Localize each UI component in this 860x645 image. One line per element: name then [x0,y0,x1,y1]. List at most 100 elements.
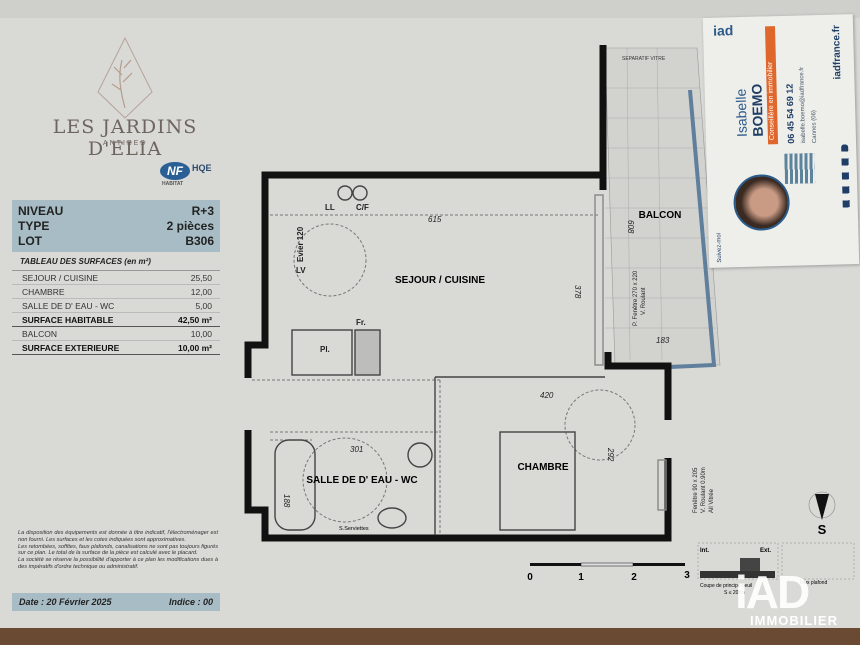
label-cf: C/F [356,203,369,212]
hqe-label: HQE [192,163,212,173]
info-value: R+3 [191,204,214,218]
room-salle-de-eau: SALLE DE D' EAU - WC [306,475,417,486]
section-int: Int. [700,548,709,554]
plan-footer: Date : 20 Février 2025 Indice : 00 [12,593,220,611]
disclaimer-notes: La disposition des équipements est donné… [18,530,218,571]
compass-icon [808,491,836,520]
agent-business-card: iad Isabelle BOEMO Conseillère en immobi… [702,14,860,268]
label-separatif: SEPARATIF VITRE [622,56,666,62]
note: Les retombées, soffites, faux plafonds, … [18,543,218,557]
habitat-label: HABITAT [162,181,184,187]
social-icons [841,144,850,215]
info-label: TYPE [18,219,50,233]
window-chambre-3: All Vitrée [709,488,715,513]
walls [244,45,672,542]
surface-value: 10,00 [190,328,212,339]
qr-code-icon [784,153,816,184]
agent-photo [732,173,791,232]
info-value: B306 [185,234,214,248]
project-city: ANTIBES [103,140,147,147]
project-name: LES JARDINS D'ELIA [52,116,198,160]
room-sejour: SEJOUR / CUISINE [395,275,485,286]
surface-label: BALCON [22,328,57,339]
surface-label: SALLE DE D' EAU - WC [22,300,115,311]
dim-183: 183 [656,336,670,345]
surface-row: SALLE DE D' EAU - WC 5,00 [12,299,220,313]
balcony-area [604,47,721,369]
iad-card-logo: iad [712,22,734,39]
section-caption: Coupe de principe seuil [700,583,752,589]
surface-row: BALCON 10,00 [12,327,220,341]
note: La société se réserve la possibilité d'a… [18,557,218,570]
surface-value: 12,00 [190,286,212,297]
surface-value: 5,00 [195,300,212,311]
agent-first-name: Isabelle [732,88,750,138]
surface-label: SEJOUR / CUISINE [22,272,99,283]
room-balcon: BALCON [639,210,682,221]
info-label: LOT [18,234,42,248]
dim-188: 188 [282,494,291,508]
surface-value: 42,50 m² [177,314,212,325]
surface-label: SURFACE HABITABLE [22,314,114,325]
scale-bar: 0 1 2 3 [527,562,690,583]
agent-location: Cannes (06) [811,110,819,144]
window-balcon-2: V. Roulant [641,287,647,315]
lot-info: NIVEAU R+3 TYPE 2 pièces LOT B306 [12,200,220,252]
surface-row: SEJOUR / CUISINE 25,50 [12,271,220,285]
surfaces-title: TABLEAU DES SURFACES (en m²) [12,253,220,271]
dim-615: 615 [428,215,442,224]
surface-value: 25,50 [190,272,212,283]
follow-label: Suivez-moi [716,232,724,263]
agent-website: iadfrance.fr [830,24,844,80]
surface-label: SURFACE EXTERIEURE [22,342,120,353]
dim-292: 292 [606,447,615,462]
surface-row-total: SURFACE EXTERIEURE 10,00 m² [12,341,220,355]
partitions [252,214,636,535]
window-chambre-2: V. Roulant 0.90m [701,467,707,513]
label-fridge: Fr. [356,318,366,327]
info-type: TYPE 2 pièces [18,219,214,234]
surface-row-total: SURFACE HABITABLE 42,50 m² [12,313,220,327]
compass-south-label: S [818,522,827,537]
label-ll: LL [325,203,335,212]
project-logo: LES JARDINS D'ELIA ANTIBES [20,30,230,160]
info-lot: LOT B306 [18,234,214,249]
note: La disposition des équipements est donné… [18,530,218,543]
info-value: 2 pièces [166,219,214,233]
surfaces-table: TABLEAU DES SURFACES (en m²) SEJOUR / CU… [12,253,220,355]
room-chambre: CHAMBRE [517,462,568,473]
plan-date: Date : 20 Février 2025 [19,597,112,607]
threshold-section-detail: Int. Ext. Coupe de principe seuil S ≤ 20… [697,542,855,596]
info-niveau: NIVEAU R+3 [18,204,214,219]
label-placard: Pl. [320,345,330,354]
partitions-solid [274,185,667,535]
agent-phone: 06 45 54 69 12 [784,83,797,144]
leaf-diamond-icon [97,36,153,119]
label-lv: LV [296,266,306,275]
scale-tick: 3 [684,570,690,581]
surface-value: 10,00 m² [177,342,212,353]
nf-hqe-badge: NF HQE HABITAT [160,160,240,190]
iad-watermark-logo: iAD [735,566,810,618]
plan-index: Indice : 00 [168,597,213,607]
scale-tick: 0 [527,572,533,583]
dim-378: 378 [573,285,582,299]
agent-last-name: BOEMO [748,83,766,137]
dim-301: 301 [350,445,363,454]
section-box-label: faux plafond [800,580,827,586]
label-serviettes: S.Serviettes [339,526,369,532]
info-label: NIVEAU [18,204,64,218]
scale-tick: 1 [578,572,584,583]
window-balcon-1: P. Fenêtre 270 x 220 [633,270,639,326]
window-chambre-1: Fenêtre 90 x 205 [693,467,699,513]
iad-watermark: iAD IMMOBILIER [735,565,838,628]
iad-watermark-sub: IMMOBILIER [750,613,838,628]
section-caption: S ≤ 20cm [724,590,745,596]
dim-608: 608 [626,220,635,234]
nf-logo: NF [160,162,190,180]
table-surface [0,628,860,645]
scale-tick: 2 [631,572,637,583]
section-ext: Ext. [760,548,771,554]
